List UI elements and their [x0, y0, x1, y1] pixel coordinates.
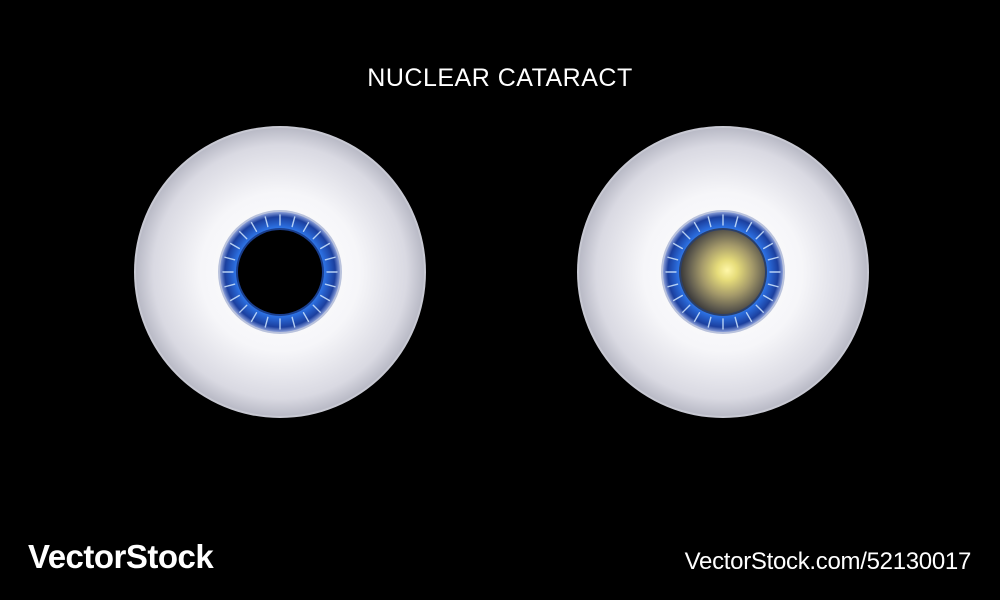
image-reference: VectorStock.com/52130017: [684, 548, 972, 575]
iris-fiber: [762, 294, 774, 302]
cataract-eye-illustration: [577, 126, 869, 418]
iris-fiber: [681, 304, 691, 314]
iris-fiber: [250, 221, 258, 233]
iris-fiber: [224, 256, 236, 261]
iris-fiber: [238, 304, 248, 314]
iris-fiber: [767, 283, 779, 288]
iris-fiber: [324, 256, 336, 261]
iris-fiber: [302, 221, 310, 233]
iris-fiber: [291, 216, 296, 228]
healthy-eye-illustration: [134, 126, 426, 418]
iris-fiber: [693, 221, 701, 233]
iris-fiber: [693, 311, 701, 323]
page-title: NUCLEAR CATARACT: [367, 64, 633, 92]
iris-fiber: [264, 316, 269, 328]
iris-fiber: [745, 311, 753, 323]
iris-fiber: [745, 221, 753, 233]
iris-fiber: [264, 216, 269, 228]
iris-fiber: [707, 216, 712, 228]
pupil: [238, 230, 322, 314]
iris-fiber: [229, 294, 241, 302]
iris-fiber: [250, 311, 258, 323]
iris-fiber: [672, 242, 684, 250]
iris-fiber: [755, 304, 765, 314]
iris-fiber: [319, 294, 331, 302]
clouded-lens: [681, 230, 765, 314]
iris-fiber: [767, 256, 779, 261]
iris-fiber: [224, 283, 236, 288]
iris-fiber: [734, 216, 739, 228]
iris-fiber: [312, 230, 322, 240]
iris-fiber: [755, 230, 765, 240]
iris-fiber: [681, 230, 691, 240]
iris-fiber: [324, 283, 336, 288]
iris-fiber: [312, 304, 322, 314]
iris-fiber: [229, 242, 241, 250]
iris-fiber: [238, 230, 248, 240]
iris-fiber: [667, 283, 679, 288]
healthy-eye: [132, 124, 428, 420]
iris-fiber: [667, 256, 679, 261]
cataract-eye: [575, 124, 871, 420]
iris-fiber: [319, 242, 331, 250]
vectorstock-logo: VectorStock: [28, 538, 214, 575]
iris-fiber: [291, 316, 296, 328]
iris-fiber: [734, 316, 739, 328]
iris-fiber: [302, 311, 310, 323]
iris-fiber: [762, 242, 774, 250]
iris-fiber: [707, 316, 712, 328]
iris-fiber: [672, 294, 684, 302]
